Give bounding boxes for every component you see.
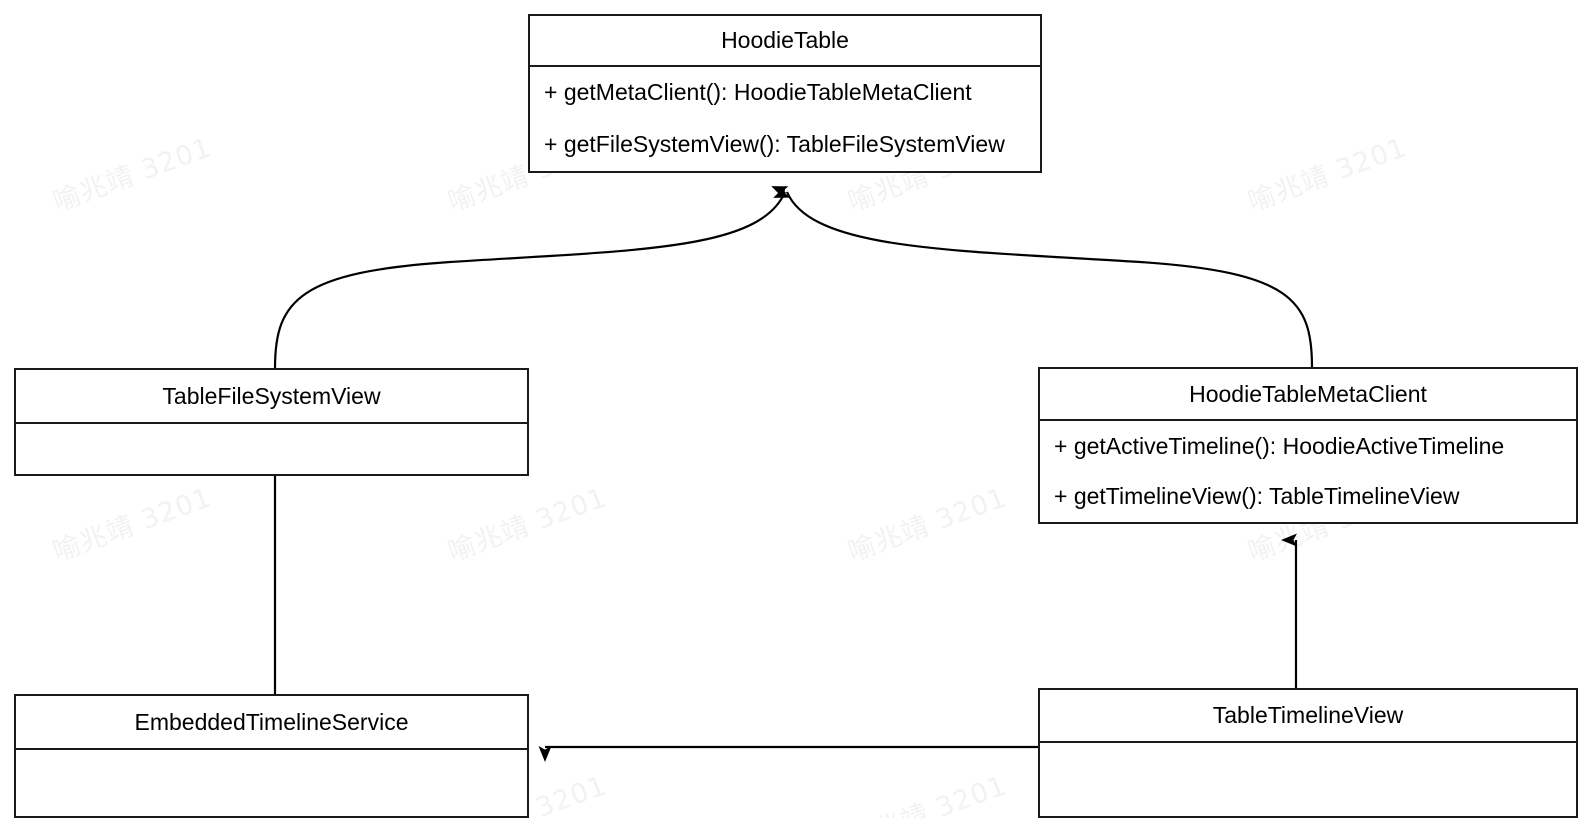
uml-members-table-timeline-view (1040, 743, 1576, 816)
watermark-text: 喻兆靖 3201 (49, 132, 216, 219)
uml-members-table-file-system-view (16, 424, 527, 474)
uml-members-hoodie-table-meta-client: + getActiveTimeline(): HoodieActiveTimel… (1040, 421, 1576, 522)
watermark-text: 喻兆靖 3201 (844, 770, 1011, 818)
watermark-text: 喻兆靖 3201 (444, 482, 611, 569)
uml-class-name-embedded-timeline-service: EmbeddedTimelineService (16, 696, 527, 750)
uml-member: + getActiveTimeline(): HoodieActiveTimel… (1054, 432, 1505, 459)
watermark-text: 喻兆靖 3201 (49, 482, 216, 569)
uml-class-name-hoodie-table-meta-client: HoodieTableMetaClient (1040, 369, 1576, 421)
connector-fsv-to-hoodietable (273, 186, 789, 369)
uml-member: + getMetaClient(): HoodieTableMetaClient (544, 79, 972, 106)
watermark-text: 喻兆靖 3201 (1244, 132, 1411, 219)
uml-class-table-file-system-view[interactable]: TableFileSystemView (14, 368, 529, 476)
uml-class-hoodie-table[interactable]: HoodieTable + getMetaClient(): HoodieTab… (528, 14, 1042, 173)
uml-class-embedded-timeline-service[interactable]: EmbeddedTimelineService (14, 694, 529, 818)
uml-class-name-table-file-system-view: TableFileSystemView (16, 370, 527, 424)
connector-metaclient-to-hoodietable (773, 185, 1314, 368)
uml-member: + getTimelineView(): TableTimelineView (1054, 483, 1460, 510)
uml-members-hoodie-table: + getMetaClient(): HoodieTableMetaClient… (530, 67, 1040, 171)
uml-class-hoodie-table-meta-client[interactable]: HoodieTableMetaClient + getActiveTimelin… (1038, 367, 1578, 524)
uml-class-name-table-timeline-view: TableTimelineView (1040, 690, 1576, 743)
watermark-text: 喻兆靖 3201 (844, 482, 1011, 569)
uml-class-name-hoodie-table: HoodieTable (530, 16, 1040, 67)
uml-member: + getFileSystemView(): TableFileSystemVi… (544, 131, 1005, 158)
uml-class-table-timeline-view[interactable]: TableTimelineView (1038, 688, 1578, 818)
uml-members-embedded-timeline-service (16, 750, 527, 816)
